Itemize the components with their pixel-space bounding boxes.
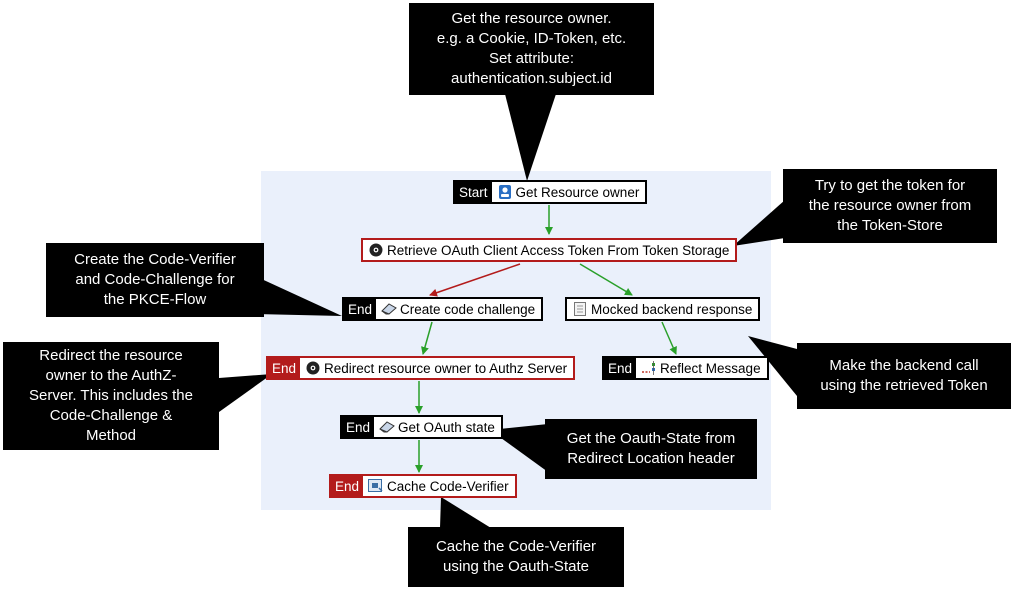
node-label: Cache Code-Verifier	[387, 478, 509, 494]
callout-line: owner to the AuthZ-	[45, 367, 177, 384]
end-tag: End	[344, 299, 377, 319]
document-icon	[571, 299, 589, 319]
end-tag: End	[604, 358, 637, 378]
edge-challenge-to-redirect	[421, 321, 433, 355]
callout-line: Create the Code-Verifier	[74, 251, 236, 268]
callout-line: using the Oauth-State	[443, 558, 589, 575]
callout-pointer-get-owner	[505, 94, 556, 181]
callout-line: Redirect Location header	[567, 450, 735, 467]
node-label: Create code challenge	[400, 301, 536, 317]
callout-token-store: Try to get the token for the resource ow…	[783, 169, 997, 243]
callout-pointer-token	[733, 200, 785, 246]
callout-line: Try to get the token for	[814, 177, 966, 194]
callout-pointer-cache	[440, 497, 491, 528]
callout-pointer-oauth-state	[490, 424, 548, 472]
callout-line: the PKCE-Flow	[103, 291, 207, 308]
callout-get-resource-owner: Get the resource owner. e.g. a Cookie, I…	[409, 3, 654, 95]
callout-line: e.g. a Cookie, ID-Token, etc.	[436, 30, 627, 47]
node-mocked-backend-response[interactable]: Mocked backend response	[565, 297, 761, 321]
node-label: Reflect Message	[660, 360, 761, 376]
callout-line: Method	[85, 427, 137, 444]
end-tag: End	[342, 417, 375, 437]
cache-icon	[367, 476, 385, 496]
callout-line: Code-Challenge &	[49, 407, 173, 424]
end-tag: End	[268, 358, 301, 378]
start-tag: Start	[455, 182, 492, 202]
eraser-icon	[378, 417, 396, 437]
identity-icon	[496, 182, 514, 202]
callout-line: Get the resource owner.	[451, 10, 612, 27]
node-get-oauth-state[interactable]: End Get OAuth state	[340, 415, 503, 439]
callout-line: using the retrieved Token	[820, 377, 988, 394]
callout-pointer-code-verifier	[255, 276, 342, 316]
callout-pointer-backend	[748, 336, 797, 396]
node-get-resource-owner[interactable]: Start Get Resource owner	[453, 180, 648, 204]
node-retrieve-oauth-token[interactable]: Retrieve OAuth Client Access Token From …	[361, 238, 738, 262]
callout-line: Get the Oauth-State from	[566, 430, 736, 447]
gear-icon	[367, 240, 385, 260]
callout-line: the resource owner from	[808, 197, 972, 214]
edge-backend-to-reflect	[661, 321, 677, 355]
callout-line: Cache the Code-Verifier	[435, 538, 597, 555]
eraser-icon	[380, 299, 398, 319]
callout-code-verifier: Create the Code-Verifier and Code-Challe…	[46, 243, 264, 317]
node-label: Get OAuth state	[398, 419, 495, 435]
node-redirect-resource-owner[interactable]: End Redirect resource owner to Authz Ser…	[266, 356, 576, 380]
node-label: Get Resource owner	[515, 184, 640, 200]
callout-line: the Token-Store	[837, 217, 943, 234]
node-label: Mocked backend response	[591, 301, 753, 317]
node-label: Retrieve OAuth Client Access Token From …	[387, 242, 730, 258]
callout-line: Set attribute:	[488, 50, 575, 67]
gear-icon	[304, 358, 322, 378]
node-label: Redirect resource owner to Authz Server	[324, 360, 568, 376]
callout-line: Server. This includes the	[29, 387, 193, 404]
callout-line: authentication.subject.id	[451, 70, 612, 87]
callout-redirect: Redirect the resource owner to the AuthZ…	[3, 342, 219, 450]
node-cache-code-verifier[interactable]: End Cache Code-Verifier	[329, 474, 517, 498]
edge-retrieve-to-challenge	[429, 263, 521, 297]
edge-retrieve-to-backend	[579, 263, 633, 296]
callout-line: Make the backend call	[829, 357, 979, 374]
callout-line: and Code-Challenge for	[75, 271, 235, 288]
callout-pointer-redirect	[219, 374, 272, 412]
reflect-icon	[640, 358, 658, 378]
node-create-code-challenge[interactable]: End Create code challenge	[342, 297, 544, 321]
node-reflect-message[interactable]: End Reflect Message	[602, 356, 769, 380]
callout-line: Redirect the resource	[39, 347, 183, 364]
callout-oauth-state: Get the Oauth-State from Redirect Locati…	[545, 419, 757, 479]
callout-cache-verifier: Cache the Code-Verifier using the Oauth-…	[408, 527, 624, 587]
callout-backend-call: Make the backend call using the retrieve…	[797, 343, 1011, 409]
end-tag: End	[331, 476, 364, 496]
